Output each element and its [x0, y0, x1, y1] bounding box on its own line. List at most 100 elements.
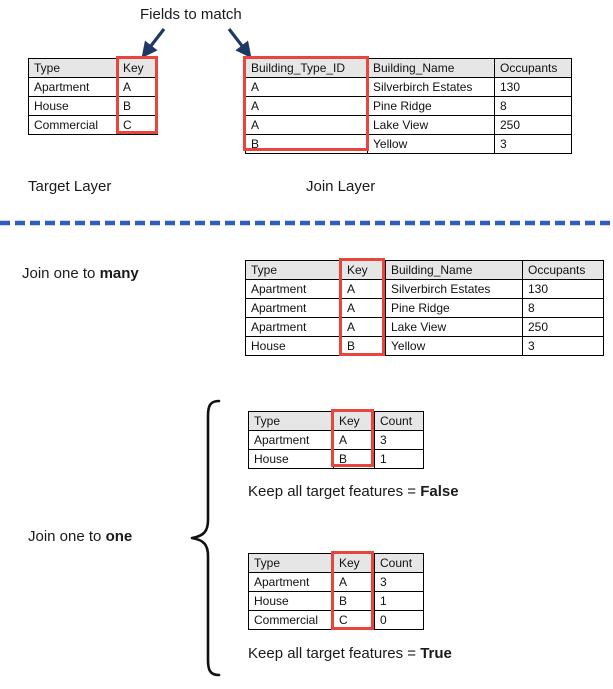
cell-type: Apartment: [248, 572, 334, 592]
join-layer-table: Building_Type_ID Building_Name Occupants…: [245, 58, 572, 154]
cell-building-name: Yellow: [367, 134, 495, 154]
join-one-to-one-label: Join one to one: [28, 528, 132, 546]
cell-building-name: Yellow: [385, 336, 523, 356]
cell-type: Apartment: [245, 317, 342, 337]
cell-type: Apartment: [245, 279, 342, 299]
cell-occupants: 250: [522, 317, 604, 337]
column-header-building-type-id: Building_Type_ID: [245, 58, 368, 78]
table-row: A Pine Ridge 8: [245, 96, 572, 116]
join-layer-caption: Join Layer: [306, 178, 376, 195]
cell-count: 1: [374, 591, 424, 611]
fields-to-match-label: Fields to match: [140, 6, 242, 23]
cell-building-type-id: A: [245, 77, 368, 97]
column-header-key: Key: [341, 260, 386, 280]
cell-building-name: Lake View: [367, 115, 495, 135]
table-row: House B Yellow 3: [245, 336, 604, 356]
table-row: House B 1: [248, 591, 424, 611]
cell-key: B: [117, 96, 158, 116]
cell-count: 0: [374, 610, 424, 630]
table-row: Apartment A Lake View 250: [245, 317, 604, 337]
arrow-down-right-icon: [227, 28, 252, 59]
table-header-row: Building_Type_ID Building_Name Occupants: [245, 58, 572, 78]
cell-key: A: [341, 317, 386, 337]
cell-type: House: [248, 591, 334, 611]
cell-occupants: 250: [494, 115, 572, 135]
cell-key: C: [333, 610, 375, 630]
cell-occupants: 3: [494, 134, 572, 154]
cell-count: 1: [374, 449, 424, 469]
cell-key: B: [333, 591, 375, 611]
cell-type: Apartment: [245, 298, 342, 318]
join-one-to-many-emphasis: many: [99, 265, 139, 282]
cell-type: House: [28, 96, 118, 116]
cell-key: C: [117, 115, 158, 135]
column-header-occupants: Occupants: [522, 260, 604, 280]
cell-type: Apartment: [248, 430, 334, 450]
cell-occupants: 3: [522, 336, 604, 356]
arrow-down-left-icon: [141, 28, 166, 59]
table-header-row: Type Key Count: [248, 553, 424, 573]
table-row: Apartment A Pine Ridge 8: [245, 298, 604, 318]
cell-key: A: [117, 77, 158, 97]
column-header-key: Key: [333, 553, 375, 573]
cell-count: 3: [374, 572, 424, 592]
column-header-count: Count: [374, 553, 424, 573]
one-to-one-true-table: Type Key Count Apartment A 3 House B 1 C…: [248, 553, 424, 630]
table-header-row: Type Key Count: [248, 411, 424, 431]
cell-type: Commercial: [248, 610, 334, 630]
cell-building-name: Pine Ridge: [385, 298, 523, 318]
join-one-to-one-prefix: Join one to: [28, 528, 106, 545]
column-header-occupants: Occupants: [494, 58, 572, 78]
target-layer-table: Type Key Apartment A House B Commercial …: [28, 58, 158, 135]
cell-building-type-id: B: [245, 134, 368, 154]
table-row: A Silverbirch Estates 130: [245, 77, 572, 97]
column-header-type: Type: [248, 411, 334, 431]
column-header-key: Key: [117, 58, 158, 78]
column-header-count: Count: [374, 411, 424, 431]
keep-all-false-value: False: [420, 483, 459, 500]
table-row: Commercial C: [28, 115, 158, 135]
cell-type: House: [245, 336, 342, 356]
table-header-row: Type Key: [28, 58, 158, 78]
cell-building-name: Silverbirch Estates: [367, 77, 495, 97]
cell-building-name: Silverbirch Estates: [385, 279, 523, 299]
cell-building-type-id: A: [245, 115, 368, 135]
cell-key: B: [341, 336, 386, 356]
column-header-building-name: Building_Name: [385, 260, 523, 280]
cell-type: House: [248, 449, 334, 469]
cell-count: 3: [374, 430, 424, 450]
table-row: Apartment A Silverbirch Estates 130: [245, 279, 604, 299]
curly-brace-icon: [190, 399, 221, 677]
join-one-to-many-prefix: Join one to: [22, 265, 100, 282]
cell-occupants: 8: [494, 96, 572, 116]
table-row: House B: [28, 96, 158, 116]
column-header-type: Type: [245, 260, 342, 280]
cell-key: B: [333, 449, 375, 469]
table-row: Apartment A 3: [248, 430, 424, 450]
table-row: B Yellow 3: [245, 134, 572, 154]
column-header-type: Type: [248, 553, 334, 573]
table-row: Commercial C 0: [248, 610, 424, 630]
dashed-divider-icon: [0, 219, 613, 227]
join-one-to-one-emphasis: one: [105, 528, 133, 545]
keep-all-true-prefix: Keep all target features =: [248, 645, 421, 662]
target-layer-caption: Target Layer: [28, 178, 112, 195]
column-header-key: Key: [333, 411, 375, 431]
join-one-to-many-label: Join one to many: [22, 265, 139, 283]
one-to-one-false-table: Type Key Count Apartment A 3 House B 1: [248, 411, 424, 469]
cell-occupants: 8: [522, 298, 604, 318]
table-row: Apartment A 3: [248, 572, 424, 592]
table-header-row: Type Key Building_Name Occupants: [245, 260, 604, 280]
cell-building-type-id: A: [245, 96, 368, 116]
column-header-type: Type: [28, 58, 118, 78]
cell-key: A: [333, 572, 375, 592]
table-row: Apartment A: [28, 77, 158, 97]
cell-occupants: 130: [494, 77, 572, 97]
cell-type: Apartment: [28, 77, 118, 97]
cell-type: Commercial: [28, 115, 118, 135]
cell-key: A: [341, 279, 386, 299]
cell-occupants: 130: [522, 279, 604, 299]
cell-key: A: [333, 430, 375, 450]
cell-building-name: Lake View: [385, 317, 523, 337]
table-row: House B 1: [248, 449, 424, 469]
